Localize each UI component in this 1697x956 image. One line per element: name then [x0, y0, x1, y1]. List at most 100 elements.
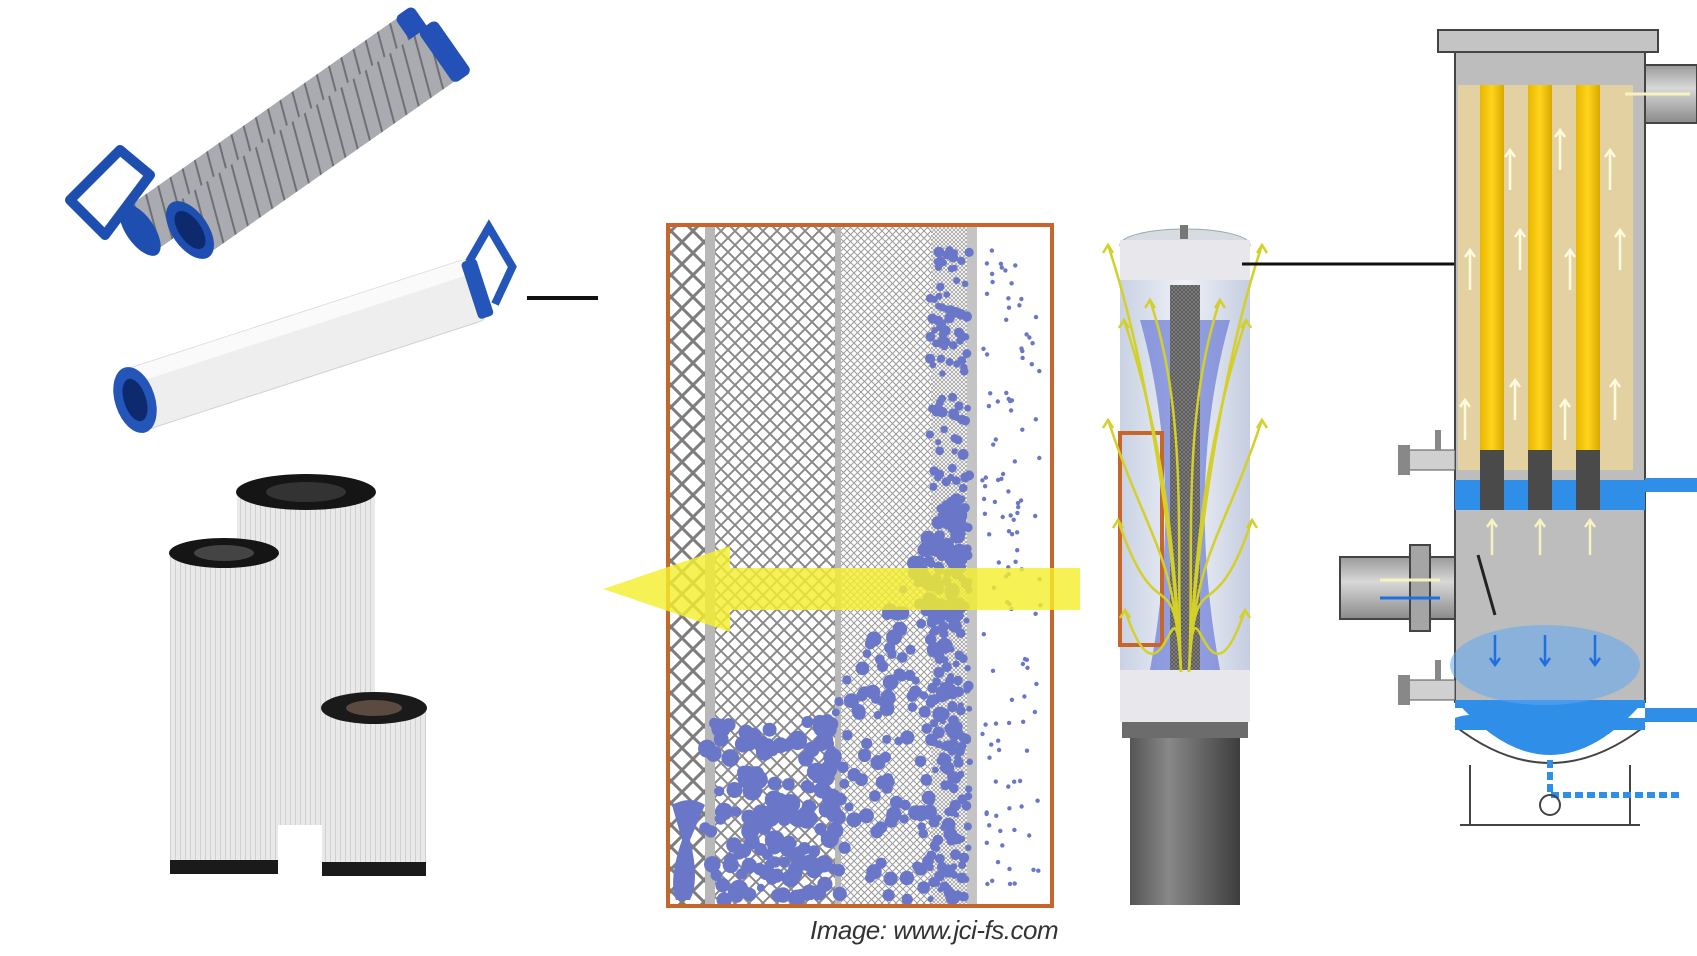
droplet [917, 544, 930, 556]
droplet [945, 676, 955, 686]
droplet [999, 476, 1004, 481]
droplet [965, 785, 973, 793]
droplet [864, 872, 875, 883]
droplet [930, 719, 939, 728]
droplet [1008, 408, 1014, 413]
flow-arrowhead-icon [1239, 317, 1253, 329]
droplet [995, 399, 1000, 404]
droplet [925, 633, 937, 646]
droplet [1012, 827, 1017, 833]
droplet [1009, 697, 1015, 702]
droplet [1006, 529, 1012, 534]
droplet [962, 333, 970, 341]
droplet [980, 478, 985, 483]
droplet [1007, 806, 1012, 811]
droplet [958, 835, 966, 843]
droplet [1024, 332, 1029, 337]
droplet [907, 555, 922, 571]
droplet [710, 869, 723, 881]
droplet [990, 279, 995, 285]
droplet [933, 246, 945, 258]
droplet [964, 247, 974, 257]
droplet [882, 674, 899, 691]
droplet [941, 661, 952, 673]
arrow-icon [1563, 247, 1577, 290]
droplet [1020, 355, 1025, 361]
droplet [875, 857, 887, 869]
droplet [749, 766, 764, 781]
droplet [1031, 867, 1036, 872]
droplet [986, 403, 992, 409]
droplet [961, 311, 972, 322]
droplet [1034, 681, 1039, 687]
droplet [874, 821, 888, 834]
droplet [832, 886, 847, 902]
droplet [994, 813, 999, 818]
droplet [806, 886, 818, 898]
droplet [953, 757, 964, 768]
droplet [892, 621, 908, 637]
droplet [956, 705, 966, 716]
droplet [985, 881, 990, 887]
arrow-icon [1508, 377, 1522, 420]
droplet [914, 862, 928, 876]
droplet [961, 280, 969, 288]
droplet [935, 446, 944, 456]
droplet [1036, 868, 1041, 873]
media-cross-section [668, 225, 1052, 906]
droplet [932, 834, 944, 846]
droplet [949, 799, 961, 812]
flow-arrowhead-icon [1111, 517, 1125, 529]
droplet [984, 261, 990, 266]
droplet [932, 706, 948, 722]
droplet [808, 845, 821, 858]
droplet [942, 683, 958, 700]
arrow-icon [1488, 635, 1502, 668]
droplet [1029, 362, 1035, 367]
droplet [982, 484, 988, 489]
droplet [948, 747, 957, 756]
droplet [842, 730, 853, 741]
droplet [726, 837, 742, 853]
droplet [950, 849, 961, 861]
droplet [960, 472, 971, 483]
droplet [1019, 804, 1024, 809]
droplet [920, 774, 933, 786]
droplet [945, 884, 952, 891]
droplet [940, 509, 952, 521]
droplet [911, 676, 920, 685]
coalescer-element-cutaway [1101, 225, 1269, 905]
droplet [862, 649, 872, 658]
droplet [925, 430, 935, 439]
droplet [987, 755, 992, 760]
droplet [964, 404, 971, 412]
droplet [1007, 866, 1012, 872]
droplet [995, 477, 1001, 483]
droplet [813, 781, 831, 799]
droplet [929, 361, 937, 369]
droplet [870, 693, 881, 704]
arrow-icon [1463, 247, 1477, 290]
droplet [907, 702, 918, 712]
droplet [937, 407, 948, 418]
droplet [996, 560, 1001, 565]
droplet [963, 617, 970, 624]
arrow-icon [1458, 397, 1472, 440]
droplet [793, 846, 806, 859]
droplet [1017, 303, 1022, 308]
droplet [1009, 532, 1015, 537]
cross-section-frame [666, 223, 1054, 908]
droplet [919, 691, 929, 700]
droplet [858, 667, 867, 676]
droplet [925, 353, 936, 364]
droplet [858, 808, 874, 824]
droplet [805, 782, 816, 794]
flow-line [1187, 609, 1247, 673]
arrow-icon [1588, 635, 1602, 668]
droplet [936, 398, 944, 407]
droplet [938, 323, 947, 332]
droplet [993, 437, 998, 442]
droplet [709, 717, 720, 729]
flow-line [1187, 319, 1248, 673]
